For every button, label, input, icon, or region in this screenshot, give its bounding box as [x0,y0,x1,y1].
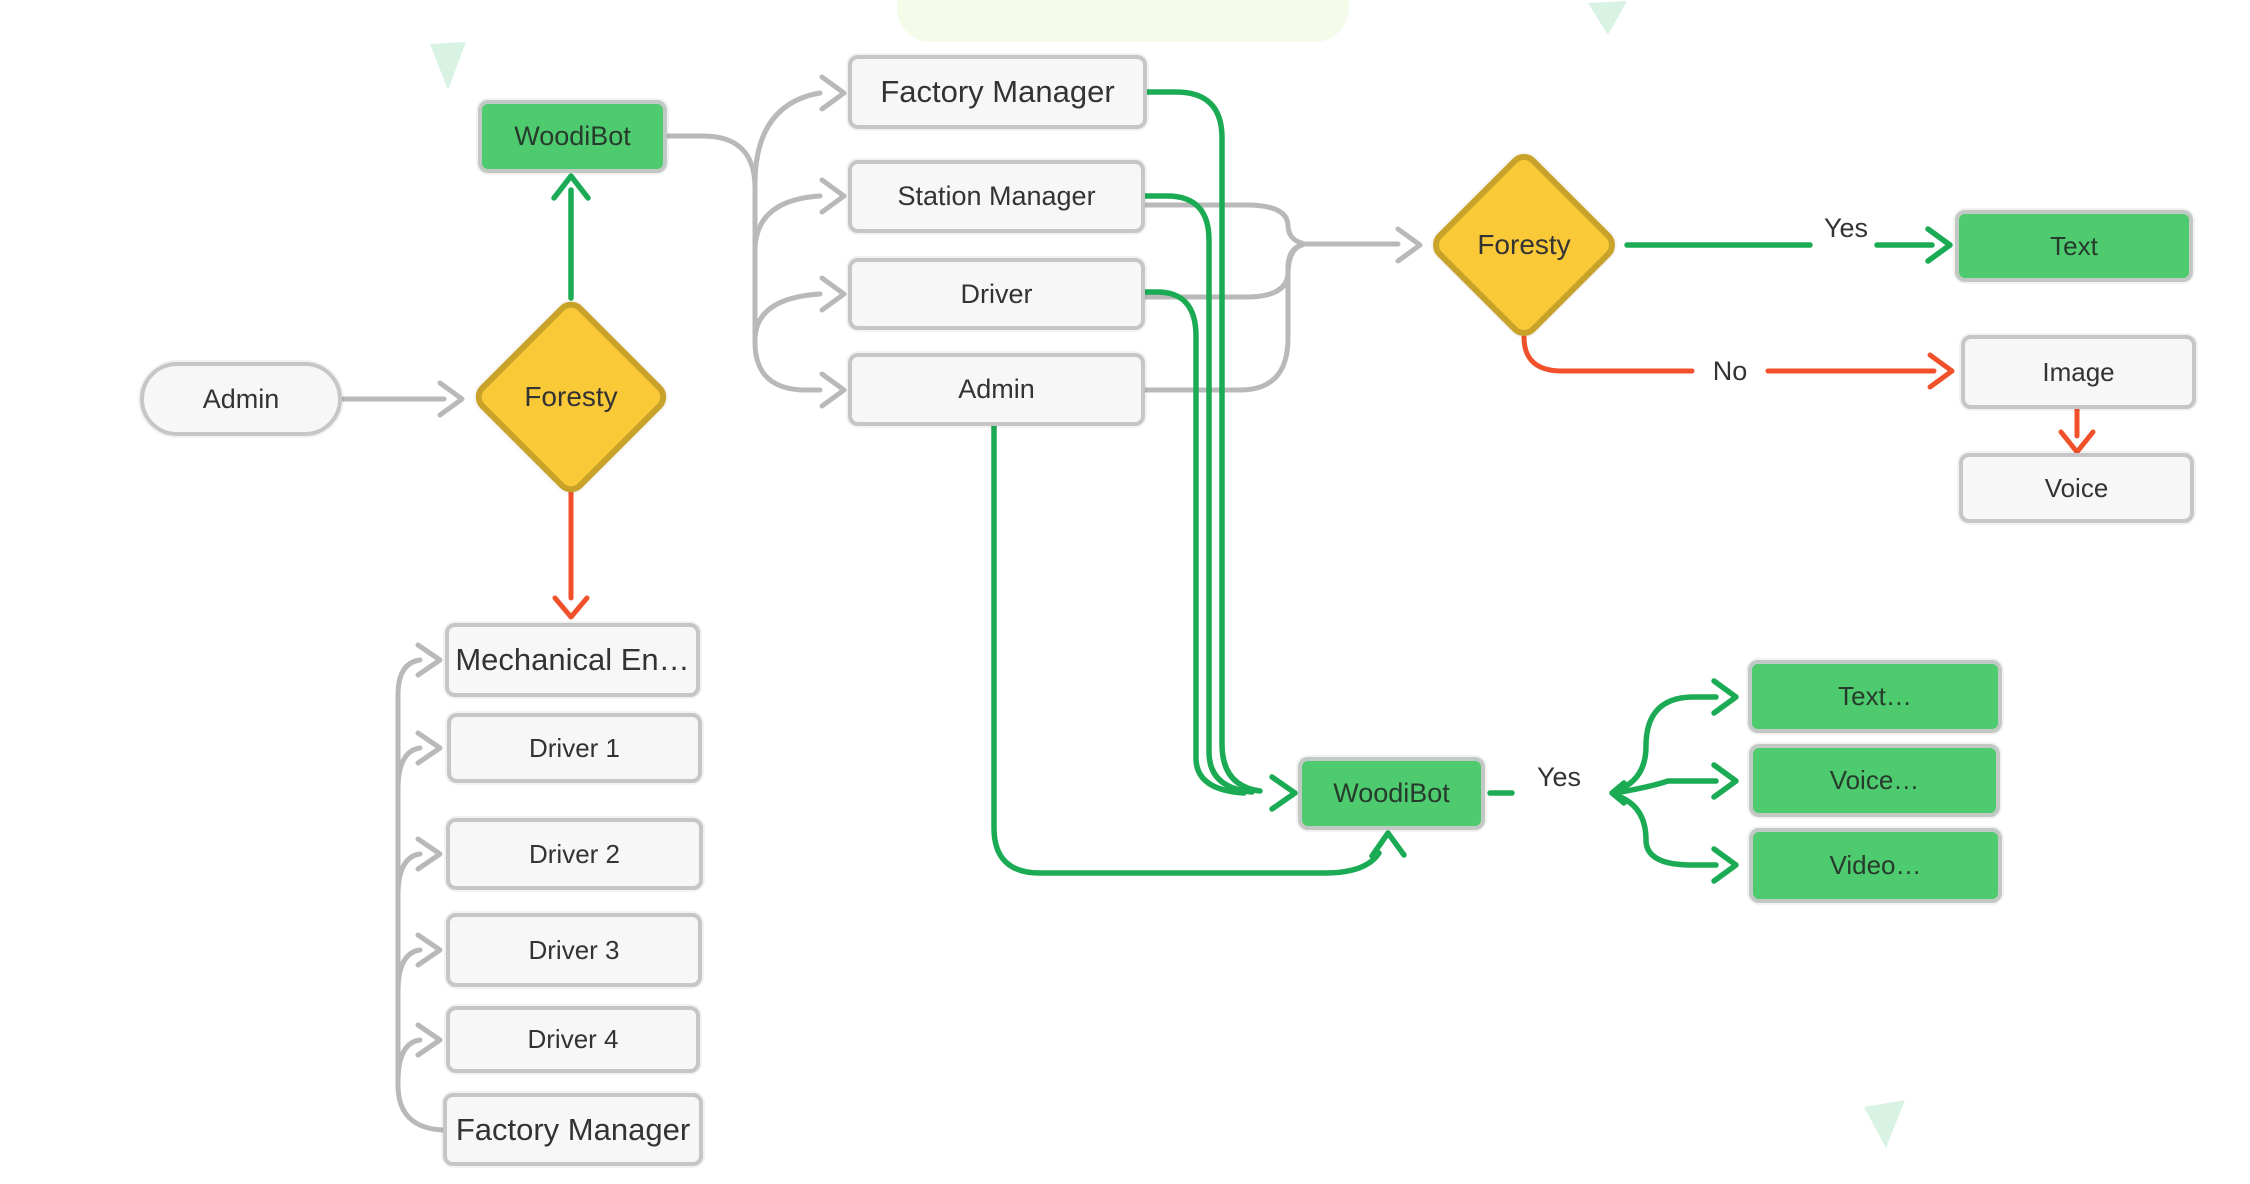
edge-foresty2-no [1521,334,1695,374]
arrowhead [551,173,591,201]
arrowhead [1925,226,1953,264]
node-label: Driver [960,278,1033,309]
arrowhead [415,730,443,766]
arrowhead [1395,226,1423,264]
edge-chain-hook-driver1 [395,745,423,793]
arrowhead [819,74,847,112]
arrowhead [1927,352,1955,390]
node-driver-3[interactable]: Driver 3 [446,913,702,987]
node-video-out[interactable]: Video… [1749,828,2002,903]
node-voice-result[interactable]: Voice [1959,453,2194,523]
arrowhead [437,380,465,418]
arrowhead [819,371,847,409]
node-label: Admin [202,383,280,414]
edge-sm-to-woodibot2 [1142,193,1255,795]
arrowhead [552,595,590,620]
node-driver-mid[interactable]: Driver [848,258,1145,330]
node-driver-1[interactable]: Driver 1 [447,713,702,783]
edge-branch-station-manager [752,193,823,251]
node-label: Driver 3 [528,934,620,965]
edge-driver-to-woodibot2 [1142,289,1247,796]
node-decision-foresty-2[interactable] [1426,147,1622,343]
edge-branch-factory-manager [752,90,823,185]
arrowhead [415,1022,443,1058]
node-mechanical-en[interactable]: Mechanical En… [445,623,700,697]
arrowhead [415,642,443,678]
node-image-result[interactable]: Image [1961,335,2196,409]
node-decision-foresty-1[interactable] [469,295,673,499]
node-label: Driver 2 [528,838,620,869]
edge-fm-to-woodibot2 [1144,89,1263,794]
edge-chain-rail [395,657,446,1133]
node-label: Driver 1 [528,732,620,763]
edge-branch-driver [752,291,823,341]
node-driver-2[interactable]: Driver 2 [446,818,703,890]
node-label: Factory Manager [455,1111,691,1147]
decor-triangle-top-left [430,42,466,90]
decor-blob [897,0,1349,42]
node-admin-source[interactable]: Admin [140,362,342,436]
edge-label-yes-top: Yes [1823,212,1869,243]
node-station-manager[interactable]: Station Manager [848,160,1145,233]
arrowhead [819,275,847,313]
node-label: Voice… [1829,765,1920,795]
edge-chain-hook-driver3 [395,947,423,995]
edge-sm-to-merge [1142,202,1305,246]
arrowhead [1269,774,1298,812]
arrowhead [415,932,443,968]
arrowhead [1711,846,1739,884]
edge-split-point [1609,780,1627,806]
arrowhead [1369,830,1407,859]
node-driver-4[interactable]: Driver 4 [446,1006,700,1073]
node-label: Text [2050,230,2098,261]
node-factory-manager-bottom[interactable]: Factory Manager [443,1093,703,1166]
node-label: WoodiBot [1333,778,1450,808]
arrowhead [819,177,847,215]
decor-triangle-top-right [1588,1,1627,35]
node-factory-manager-mid[interactable]: Factory Manager [848,55,1147,129]
node-label: Driver 4 [527,1024,619,1054]
edge-split-mid [1612,778,1719,796]
edge-chain-hook-driver4 [395,1037,423,1085]
node-label: Image [2042,356,2115,387]
node-woodibot-1[interactable]: WoodiBot [478,100,667,173]
node-woodibot-2[interactable]: WoodiBot [1298,757,1485,830]
node-label: Video… [1829,850,1922,880]
node-voice-out[interactable]: Voice… [1749,744,2000,817]
node-label: Admin [958,374,1035,404]
node-label: WoodiBot [514,121,631,151]
arrowhead [2058,429,2096,455]
edge-split-top [1612,694,1719,794]
arrowhead [1711,678,1739,716]
edge-label-yes-bottom: Yes [1536,761,1582,792]
node-label: Text… [1838,681,1912,711]
edge-chain-hook-driver2 [395,851,423,899]
arrowhead [1711,762,1739,800]
arrowhead [415,836,443,872]
edge-driver-to-merge [1142,242,1305,300]
edge-split-bottom [1612,792,1719,868]
node-label: Voice [2044,472,2109,503]
node-label: Mechanical En… [455,642,690,677]
node-text-result[interactable]: Text [1955,210,2193,282]
edge-admin-to-merge [1142,242,1305,393]
decor-triangle-bottom-right [1864,1100,1905,1148]
edge-label-no-top: No [1712,355,1748,386]
node-label: Station Manager [897,181,1096,211]
edge-woodibot1-rail [664,133,823,393]
node-text-out[interactable]: Text… [1748,660,2002,733]
node-admin-mid[interactable]: Admin [848,353,1145,426]
node-label: Factory Manager [880,74,1115,109]
